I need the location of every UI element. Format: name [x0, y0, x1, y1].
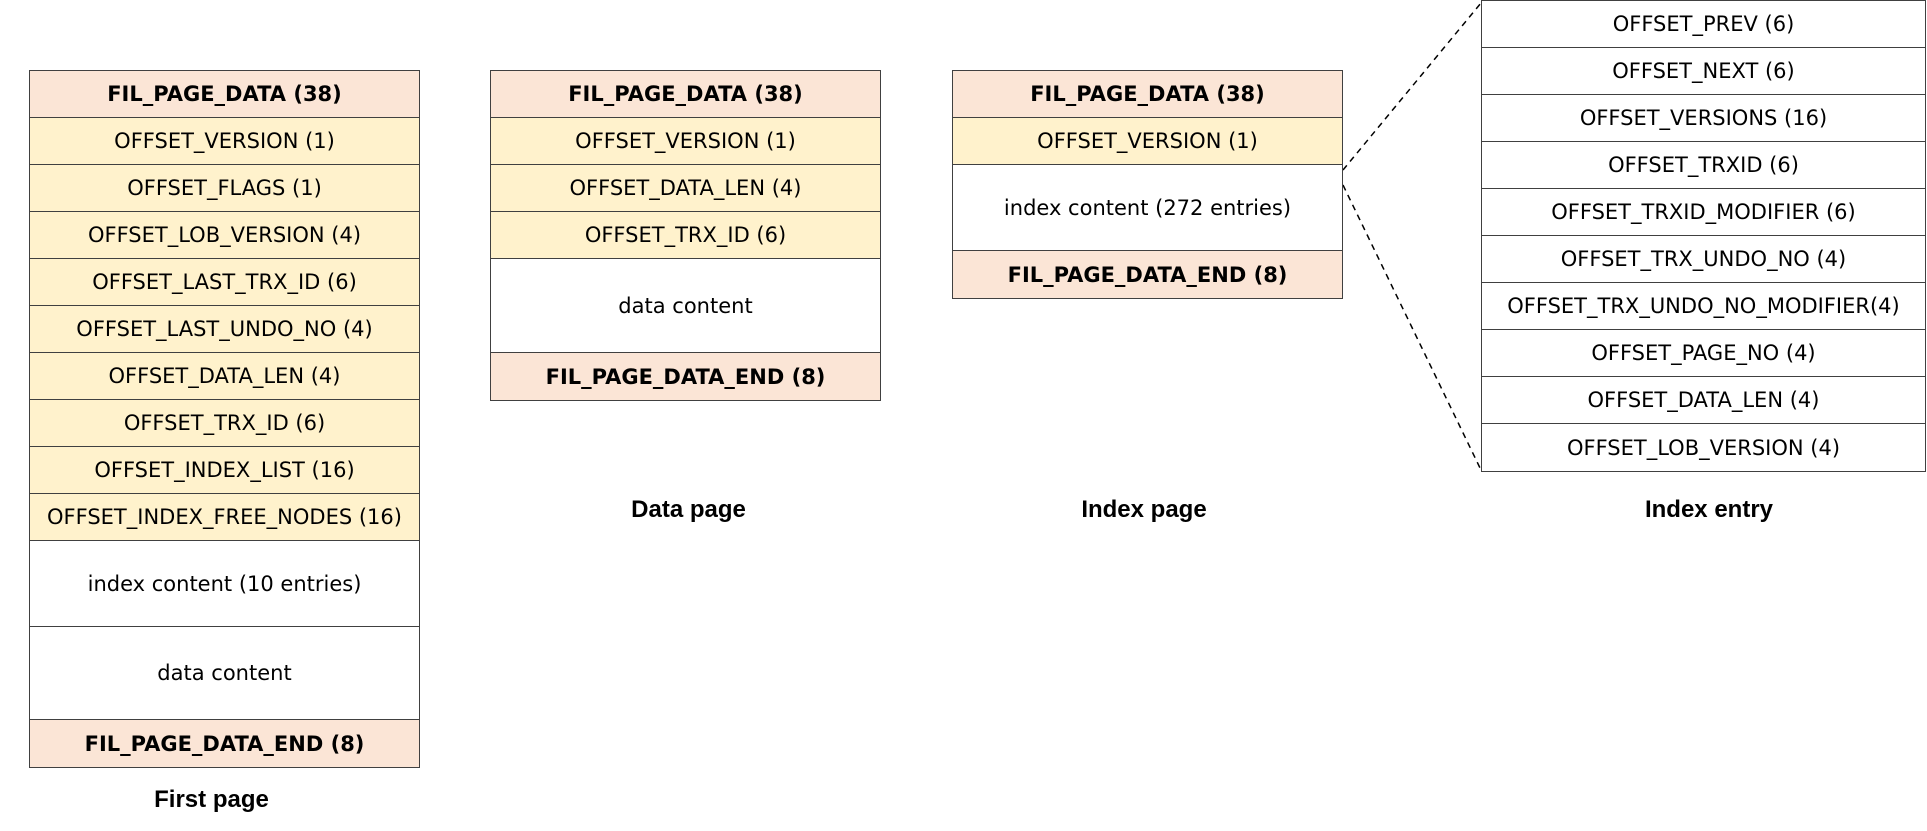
data-page-layout: FIL_PAGE_DATA (38)OFFSET_VERSION (1)OFFS…	[490, 70, 881, 401]
index-page-layout: FIL_PAGE_DATA (38)OFFSET_VERSION (1)inde…	[952, 70, 1343, 299]
first-page-caption: First page	[154, 786, 269, 813]
first-page-row-offset-index-list-16: OFFSET_INDEX_LIST (16)	[30, 447, 419, 494]
index-entry-row-offset-trxid-6: OFFSET_TRXID (6)	[1482, 142, 1925, 189]
first-page-row-offset-last-trx-id-6: OFFSET_LAST_TRX_ID (6)	[30, 259, 419, 306]
index-entry-row-offset-trxid-modifier-6: OFFSET_TRXID_MODIFIER (6)	[1482, 189, 1925, 236]
zoom-line-top	[1342, 2, 1482, 171]
index-entry-row-offset-prev-6: OFFSET_PREV (6)	[1482, 1, 1925, 48]
index-entry-row-offset-lob-version-4: OFFSET_LOB_VERSION (4)	[1482, 424, 1925, 471]
index-entry-row-offset-page-no-4: OFFSET_PAGE_NO (4)	[1482, 330, 1925, 377]
zoom-line-bottom	[1342, 184, 1482, 471]
index-entry-caption: Index entry	[1644, 496, 1774, 523]
data-page-row-offset-trx-id-6: OFFSET_TRX_ID (6)	[491, 212, 880, 259]
index-entry-row-offset-next-6: OFFSET_NEXT (6)	[1482, 48, 1925, 95]
index-page-row-index-content-272-entries: index content (272 entries)	[953, 165, 1342, 251]
data-page-row-data-content: data content	[491, 259, 880, 353]
data-page-caption: Data page	[631, 496, 746, 523]
index-entry-row-offset-trx-undo-no-4: OFFSET_TRX_UNDO_NO (4)	[1482, 236, 1925, 283]
data-page-row-offset-version-1: OFFSET_VERSION (1)	[491, 118, 880, 165]
index-entry-row-offset-trx-undo-no-modifier-4: OFFSET_TRX_UNDO_NO_MODIFIER(4)	[1482, 283, 1925, 330]
first-page-layout: FIL_PAGE_DATA (38)OFFSET_VERSION (1)OFFS…	[29, 70, 420, 768]
first-page-row-offset-lob-version-4: OFFSET_LOB_VERSION (4)	[30, 212, 419, 259]
first-page-row-offset-index-free-nodes-16: OFFSET_INDEX_FREE_NODES (16)	[30, 494, 419, 541]
index-entry-row-offset-data-len-4: OFFSET_DATA_LEN (4)	[1482, 377, 1925, 424]
index-entry-layout: OFFSET_PREV (6)OFFSET_NEXT (6)OFFSET_VER…	[1481, 0, 1926, 472]
data-page-row-offset-data-len-4: OFFSET_DATA_LEN (4)	[491, 165, 880, 212]
first-page-row-offset-flags-1: OFFSET_FLAGS (1)	[30, 165, 419, 212]
first-page-row-fil-page-data-end-8: FIL_PAGE_DATA_END (8)	[30, 720, 419, 767]
first-page-row-fil-page-data-38: FIL_PAGE_DATA (38)	[30, 71, 419, 118]
first-page-row-offset-last-undo-no-4: OFFSET_LAST_UNDO_NO (4)	[30, 306, 419, 353]
data-page-row-fil-page-data-end-8: FIL_PAGE_DATA_END (8)	[491, 353, 880, 400]
index-page-row-fil-page-data-38: FIL_PAGE_DATA (38)	[953, 71, 1342, 118]
first-page-row-index-content-10-entries: index content (10 entries)	[30, 541, 419, 627]
index-page-caption: Index page	[1081, 496, 1207, 523]
first-page-row-offset-trx-id-6: OFFSET_TRX_ID (6)	[30, 400, 419, 447]
first-page-row-offset-version-1: OFFSET_VERSION (1)	[30, 118, 419, 165]
index-entry-row-offset-versions-16: OFFSET_VERSIONS (16)	[1482, 95, 1925, 142]
first-page-row-offset-data-len-4: OFFSET_DATA_LEN (4)	[30, 353, 419, 400]
index-page-row-offset-version-1: OFFSET_VERSION (1)	[953, 118, 1342, 165]
data-page-row-fil-page-data-38: FIL_PAGE_DATA (38)	[491, 71, 880, 118]
index-page-row-fil-page-data-end-8: FIL_PAGE_DATA_END (8)	[953, 251, 1342, 298]
first-page-row-data-content: data content	[30, 627, 419, 720]
